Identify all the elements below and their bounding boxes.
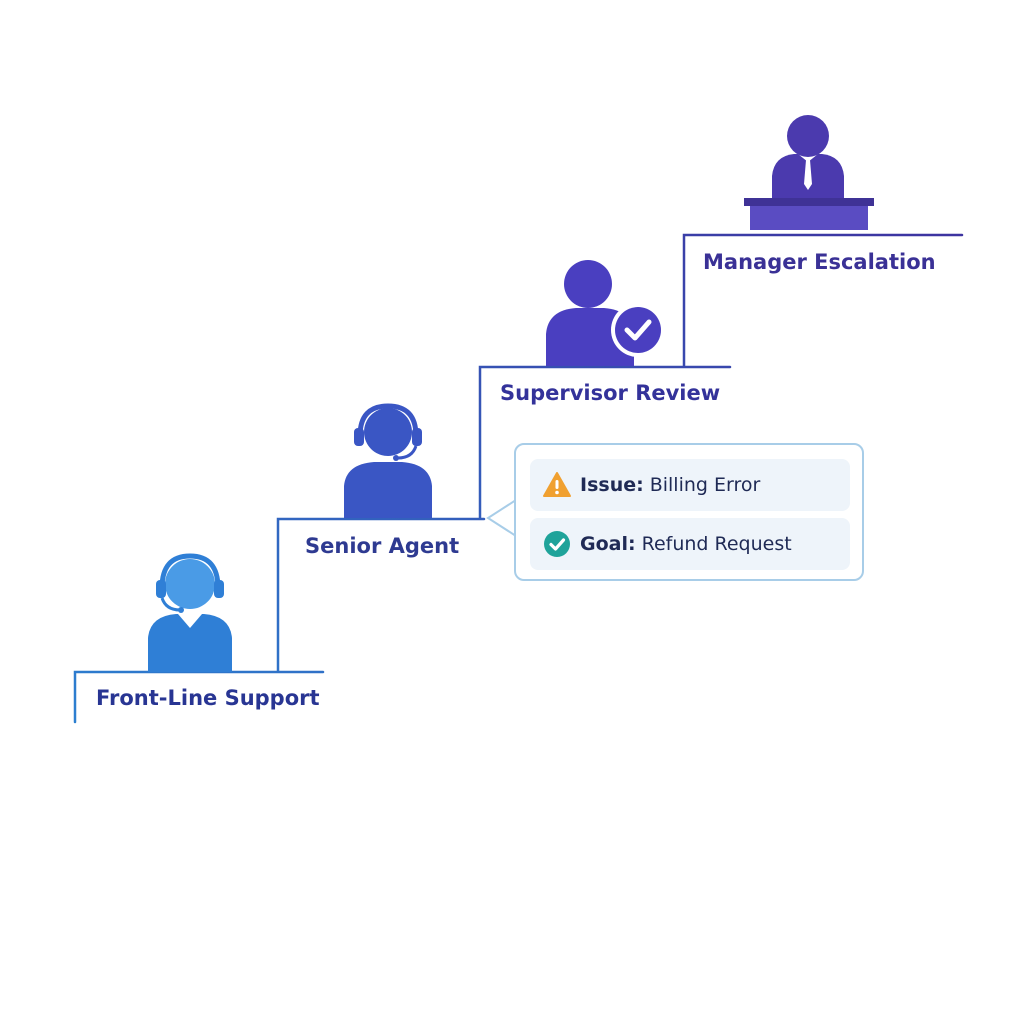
goal-key: Goal:	[580, 533, 636, 555]
step-label-supervisor-review: Supervisor Review	[500, 381, 721, 405]
warning-icon	[543, 472, 571, 497]
check-icon	[624, 319, 652, 341]
callout-pointer	[486, 488, 518, 544]
issue-row: Issue: Billing Error	[530, 459, 850, 511]
staircase-path	[73, 233, 964, 724]
headset-agent-icon	[148, 553, 232, 672]
issue-key: Issue:	[580, 474, 644, 496]
goal-value: Refund Request	[641, 533, 792, 555]
ticket-details-callout: Issue: Billing Error Goal: Refund Reques…	[514, 443, 864, 581]
step-label-manager-escalation: Manager Escalation	[703, 250, 936, 274]
step-label-front-line: Front-Line Support	[96, 686, 320, 710]
check-circle-icon	[544, 531, 570, 557]
goal-row: Goal: Refund Request	[530, 518, 850, 570]
manager-desk-icon	[744, 115, 874, 230]
issue-value: Billing Error	[649, 474, 761, 496]
step-label-senior-agent: Senior Agent	[305, 534, 460, 558]
headset-agent-icon	[344, 403, 432, 518]
approved-supervisor-icon	[546, 260, 665, 366]
